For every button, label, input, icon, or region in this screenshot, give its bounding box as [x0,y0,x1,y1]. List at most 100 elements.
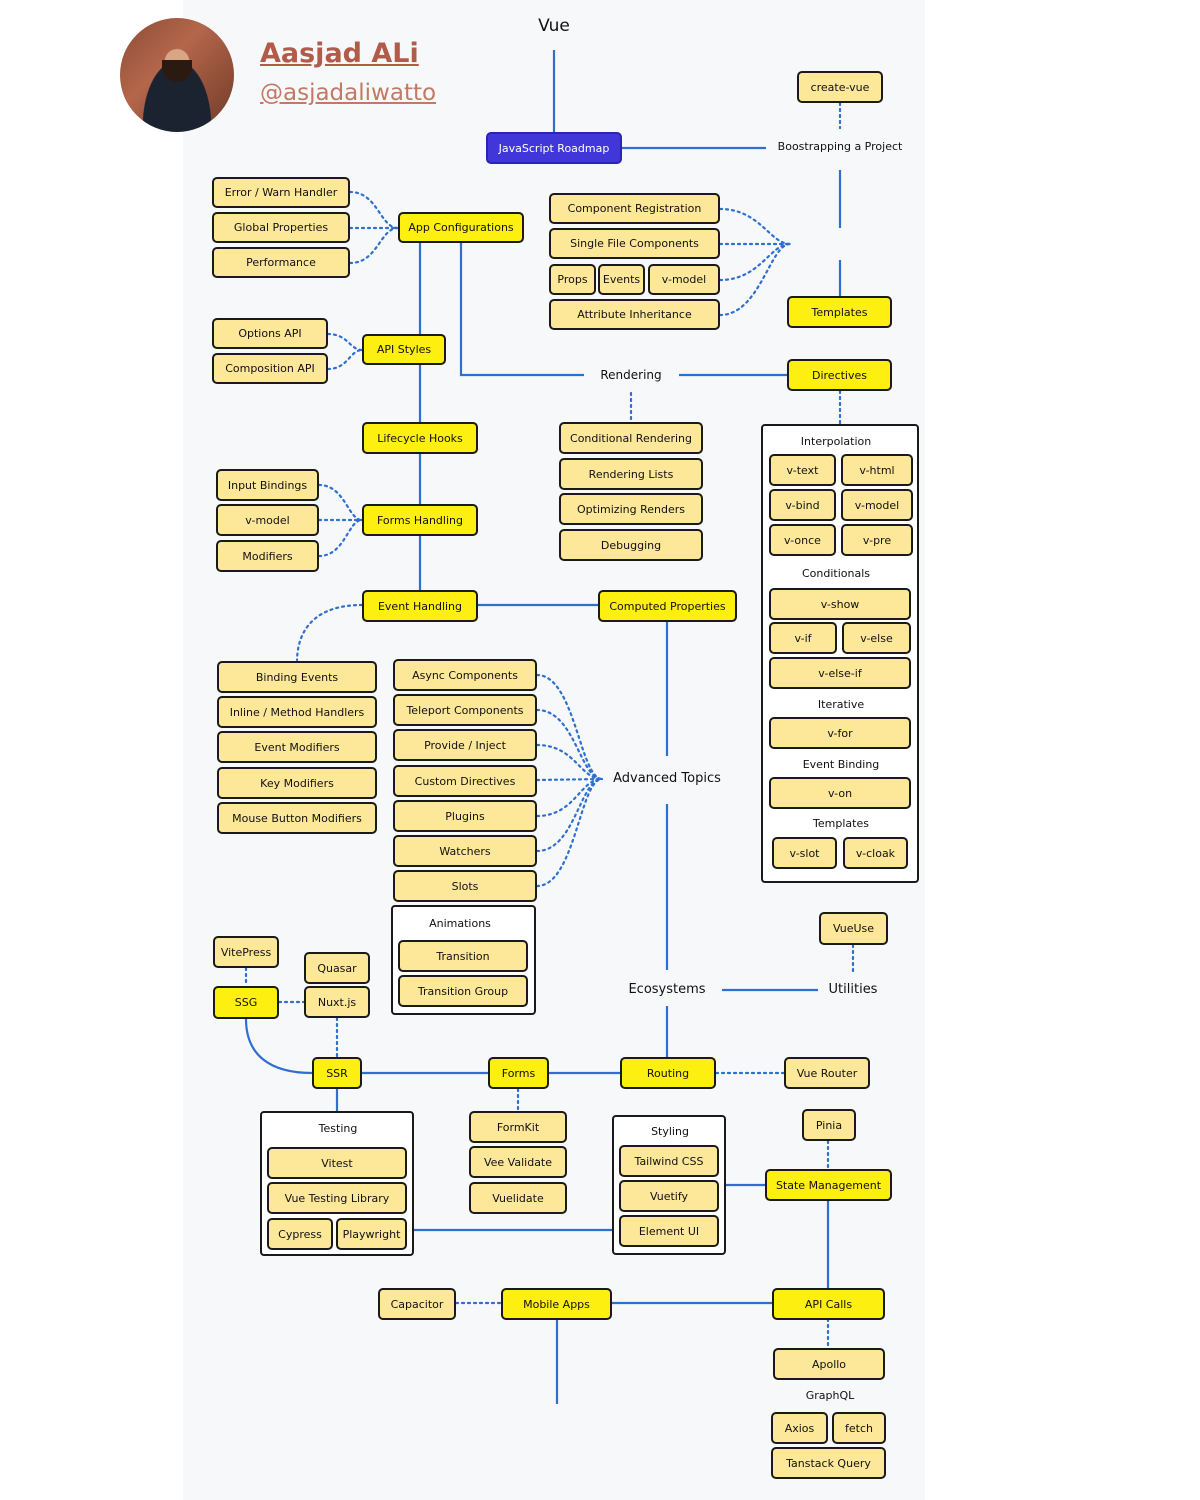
node-nuxt[interactable]: Nuxt.js [304,986,370,1018]
label-graphql: GraphQL [805,1389,855,1402]
label-templates-sub: Templates [813,817,869,830]
label-animations: Animations [429,917,491,930]
author-handle[interactable]: @asjadaliwatto [260,80,437,106]
label-event-binding: Event Binding [802,758,880,771]
node-mobile-apps[interactable]: Mobile Apps [501,1288,612,1320]
node-vue-testing-library[interactable]: Vue Testing Library [267,1182,407,1214]
node-v-on[interactable]: v-on [769,777,911,809]
node-v-cloak[interactable]: v-cloak [843,837,908,869]
node-v-show[interactable]: v-show [769,588,911,620]
node-v-bind[interactable]: v-bind [769,489,836,521]
node-vue-router[interactable]: Vue Router [784,1057,870,1089]
node-single-file-components[interactable]: Single File Components [549,228,720,259]
node-api-calls[interactable]: API Calls [772,1288,885,1320]
node-input-bindings[interactable]: Input Bindings [216,469,319,501]
node-options-api[interactable]: Options API [212,318,328,349]
node-slots[interactable]: Slots [393,870,537,902]
label-styling: Styling [651,1125,689,1138]
node-v-text[interactable]: v-text [769,454,836,486]
node-vitepress[interactable]: VitePress [213,936,279,968]
node-event-modifiers[interactable]: Event Modifiers [217,731,377,763]
node-tailwind-css[interactable]: Tailwind CSS [619,1145,719,1177]
node-performance[interactable]: Performance [212,247,350,278]
node-capacitor[interactable]: Capacitor [378,1288,456,1320]
node-cypress[interactable]: Cypress [267,1218,333,1250]
node-v-slot[interactable]: v-slot [772,837,837,869]
node-modifiers[interactable]: Modifiers [216,540,319,572]
label-rendering: Rendering [600,368,662,382]
node-inline-method-handlers[interactable]: Inline / Method Handlers [217,696,377,728]
node-v-else-if[interactable]: v-else-if [769,657,911,689]
node-tanstack-query[interactable]: Tanstack Query [771,1447,886,1479]
node-provide-inject[interactable]: Provide / Inject [393,729,537,761]
node-v-else[interactable]: v-else [842,622,911,654]
node-forms-v-model[interactable]: v-model [216,504,319,536]
node-rendering-lists[interactable]: Rendering Lists [559,458,703,490]
node-v-model[interactable]: v-model [648,264,720,295]
node-formkit[interactable]: FormKit [469,1111,567,1143]
node-vuetify[interactable]: Vuetify [619,1180,719,1212]
node-directive-v-model[interactable]: v-model [841,489,913,521]
node-mouse-button-modifiers[interactable]: Mouse Button Modifiers [217,802,377,834]
node-v-html[interactable]: v-html [841,454,913,486]
node-forms-handling[interactable]: Forms Handling [362,504,478,536]
node-custom-directives[interactable]: Custom Directives [393,765,537,797]
node-error-handler[interactable]: Error / Warn Handler [212,177,350,208]
node-v-pre[interactable]: v-pre [841,524,913,556]
node-event-handling[interactable]: Event Handling [362,590,478,622]
node-create-vue[interactable]: create-vue [797,71,883,103]
node-pinia[interactable]: Pinia [802,1109,856,1141]
node-routing[interactable]: Routing [620,1057,716,1089]
node-app-configurations[interactable]: App Configurations [398,212,524,243]
node-conditional-rendering[interactable]: Conditional Rendering [559,422,703,454]
node-vueuse[interactable]: VueUse [819,912,888,945]
node-binding-events[interactable]: Binding Events [217,661,377,693]
node-v-once[interactable]: v-once [769,524,836,556]
node-optimizing-renders[interactable]: Optimizing Renders [559,493,703,525]
author-name[interactable]: Aasjad ALi [260,38,419,69]
node-vee-validate[interactable]: Vee Validate [469,1146,567,1178]
author-avatar [120,18,234,132]
node-attribute-inheritance[interactable]: Attribute Inheritance [549,299,720,330]
javascript-roadmap-link[interactable]: JavaScript Roadmap [486,132,622,164]
node-global-properties[interactable]: Global Properties [212,212,350,243]
node-element-ui[interactable]: Element UI [619,1215,719,1247]
node-composition-api[interactable]: Composition API [212,353,328,384]
node-api-styles[interactable]: API Styles [362,334,446,365]
node-teleport-components[interactable]: Teleport Components [393,694,537,726]
label-advanced-topics: Advanced Topics [613,771,721,786]
node-v-for[interactable]: v-for [769,717,911,749]
node-quasar[interactable]: Quasar [304,952,370,984]
node-events[interactable]: Events [598,264,645,295]
node-transition-group[interactable]: Transition Group [398,975,528,1007]
node-apollo[interactable]: Apollo [773,1348,885,1380]
label-bootstrapping: Boostrapping a Project [777,140,903,153]
node-component-registration[interactable]: Component Registration [549,193,720,224]
node-fetch[interactable]: fetch [832,1412,886,1444]
node-props[interactable]: Props [549,264,596,295]
node-vuelidate[interactable]: Vuelidate [469,1182,567,1214]
label-ecosystems: Ecosystems [628,982,706,997]
node-forms[interactable]: Forms [488,1057,549,1089]
node-v-if[interactable]: v-if [769,622,837,654]
node-watchers[interactable]: Watchers [393,835,537,867]
label-testing: Testing [318,1122,358,1135]
label-utilities: Utilities [828,982,878,997]
node-ssr[interactable]: SSR [312,1057,362,1089]
node-async-components[interactable]: Async Components [393,659,537,691]
node-computed-properties[interactable]: Computed Properties [598,590,737,622]
node-debugging[interactable]: Debugging [559,529,703,561]
node-plugins[interactable]: Plugins [393,800,537,832]
node-state-management[interactable]: State Management [765,1169,892,1201]
node-ssg[interactable]: SSG [213,986,279,1019]
label-interpolation: Interpolation [800,435,872,448]
node-lifecycle-hooks[interactable]: Lifecycle Hooks [362,422,478,454]
node-templates[interactable]: Templates [787,296,892,328]
node-axios[interactable]: Axios [771,1412,828,1444]
node-transition[interactable]: Transition [398,940,528,972]
node-key-modifiers[interactable]: Key Modifiers [217,767,377,799]
node-directives[interactable]: Directives [787,359,892,391]
node-playwright[interactable]: Playwright [336,1218,407,1250]
label-iterative: Iterative [817,698,865,711]
node-vitest[interactable]: Vitest [267,1147,407,1179]
